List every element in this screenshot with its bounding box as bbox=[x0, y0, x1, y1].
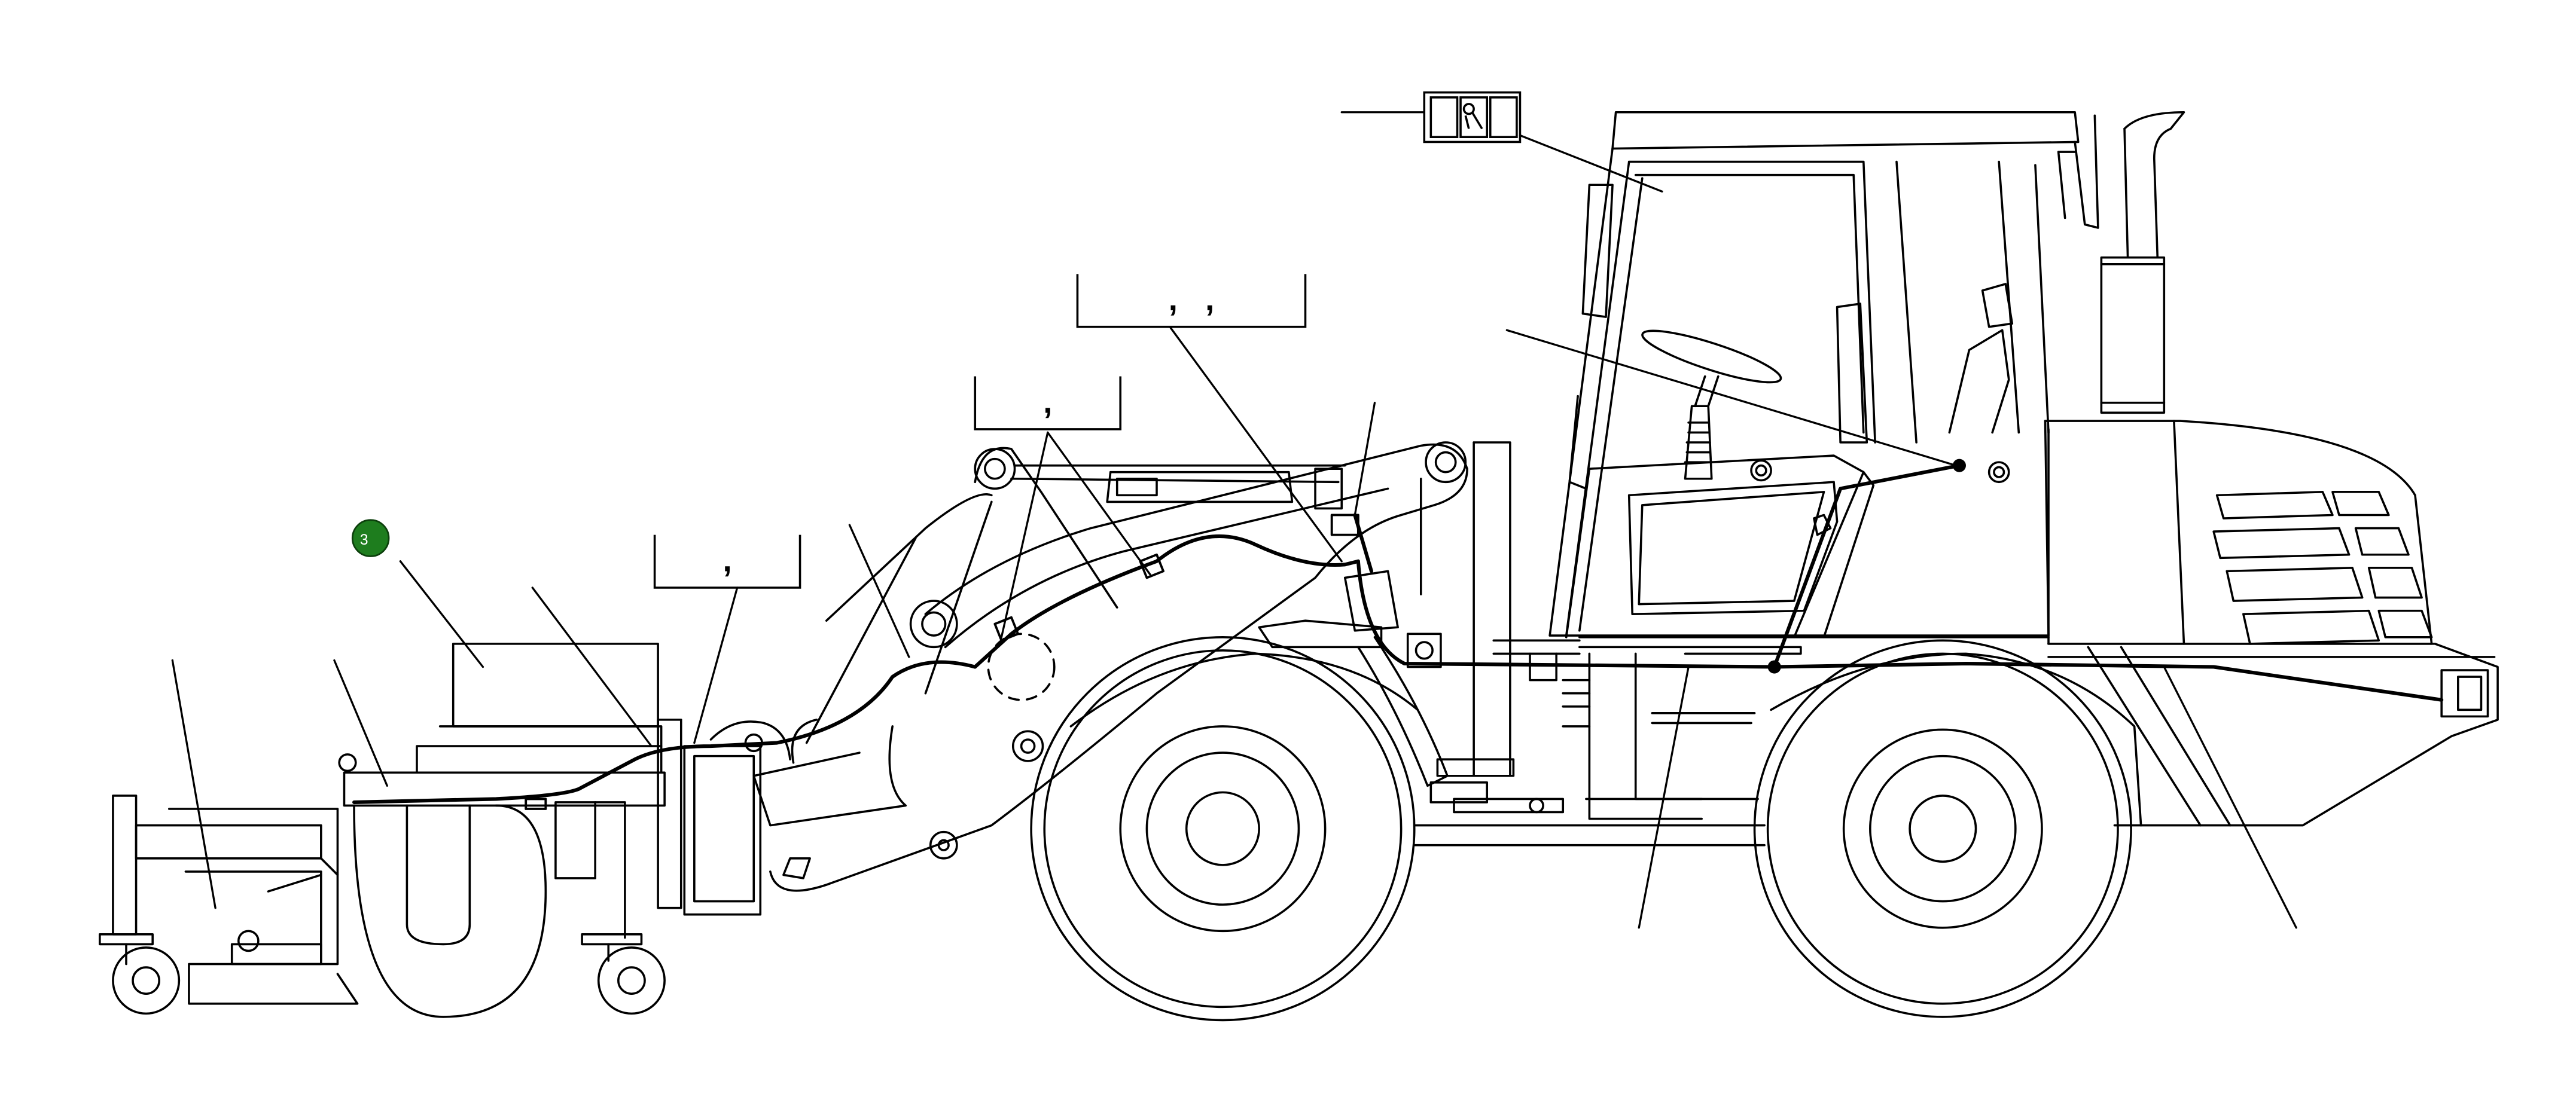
center-frame bbox=[1406, 441, 2050, 847]
exhaust-stack bbox=[2100, 111, 2185, 414]
operator-seat bbox=[1836, 283, 2014, 444]
callout-label-upper-right: , , bbox=[1169, 280, 1215, 317]
sweeper-attachment bbox=[99, 643, 791, 1018]
steering-wheel bbox=[1641, 329, 1782, 480]
callout-box-left: , bbox=[653, 534, 801, 589]
callout-badge-number: 3 bbox=[360, 532, 368, 548]
rear-wheel bbox=[1753, 639, 2142, 1018]
front-wheel bbox=[1030, 636, 1419, 1022]
callout-label-left: , bbox=[723, 541, 731, 578]
cab bbox=[1548, 111, 2099, 638]
left-castor-wheel bbox=[99, 933, 181, 1015]
right-castor-wheel bbox=[581, 933, 666, 1015]
callout-label-upper-mid: , bbox=[1043, 383, 1052, 420]
rear-frame bbox=[2047, 643, 2499, 827]
callout-badge: 3 bbox=[351, 519, 390, 557]
callout-box-upper-mid: , bbox=[974, 376, 1122, 430]
callout-box-upper-right: , , bbox=[1076, 274, 1307, 328]
grille bbox=[2212, 491, 2433, 645]
loader-arm bbox=[752, 441, 1468, 892]
sweeper-brush bbox=[353, 804, 547, 1018]
leader-lines bbox=[171, 111, 2297, 929]
engine-hood bbox=[2044, 420, 2433, 645]
switch-panel-icon bbox=[1423, 91, 1522, 143]
